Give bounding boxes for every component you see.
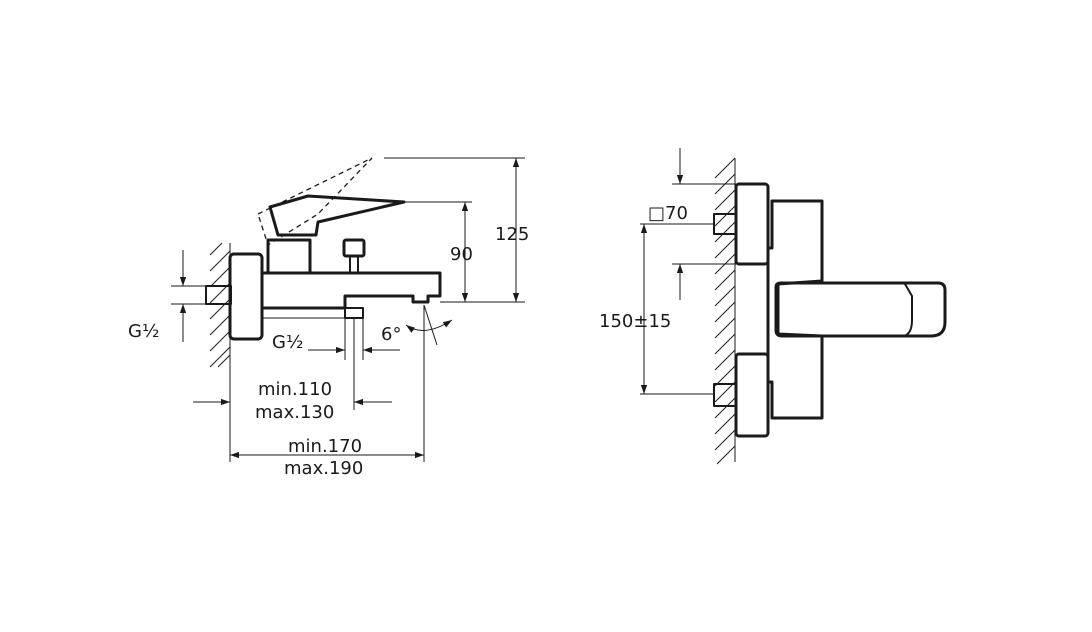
thread-label-wall: G½ bbox=[128, 321, 159, 342]
cartridge-housing bbox=[266, 238, 312, 275]
dim-height-total: 125 bbox=[495, 224, 529, 245]
mixer-body-front bbox=[766, 199, 824, 420]
square-size-label: □70 bbox=[648, 203, 688, 224]
centre-distance-label: 150±15 bbox=[599, 311, 671, 332]
lever-handle-facet bbox=[904, 283, 913, 336]
side-view: 125 90 G½ G½ 6° min.110 max.130 min.170 bbox=[128, 157, 529, 479]
diverter-knob bbox=[342, 238, 366, 258]
diverter-stem bbox=[349, 255, 359, 274]
thread-label-bottom: G½ bbox=[272, 332, 303, 353]
dim-height-spout: 90 bbox=[450, 244, 473, 265]
angle-label: 6° bbox=[381, 324, 401, 345]
mixer-body-side bbox=[260, 271, 442, 310]
lever-handle-front bbox=[774, 281, 947, 338]
wall-flange-top bbox=[734, 182, 770, 266]
spout-reach-max: max.190 bbox=[284, 458, 363, 479]
shower-outlet bbox=[344, 307, 364, 319]
wall-flange-side bbox=[228, 252, 264, 341]
pipe-connector-bottom bbox=[713, 383, 737, 407]
shower-offset-max: max.130 bbox=[255, 402, 334, 423]
wall-hatch-right bbox=[714, 157, 736, 465]
lever-handle bbox=[268, 194, 406, 237]
lever-handle-open-position bbox=[257, 157, 373, 246]
wall-flange-bottom bbox=[734, 352, 770, 438]
shower-offset-min: min.110 bbox=[258, 379, 332, 400]
front-view: □70 150±15 bbox=[599, 148, 947, 465]
spout-reach-min: min.170 bbox=[288, 436, 362, 457]
